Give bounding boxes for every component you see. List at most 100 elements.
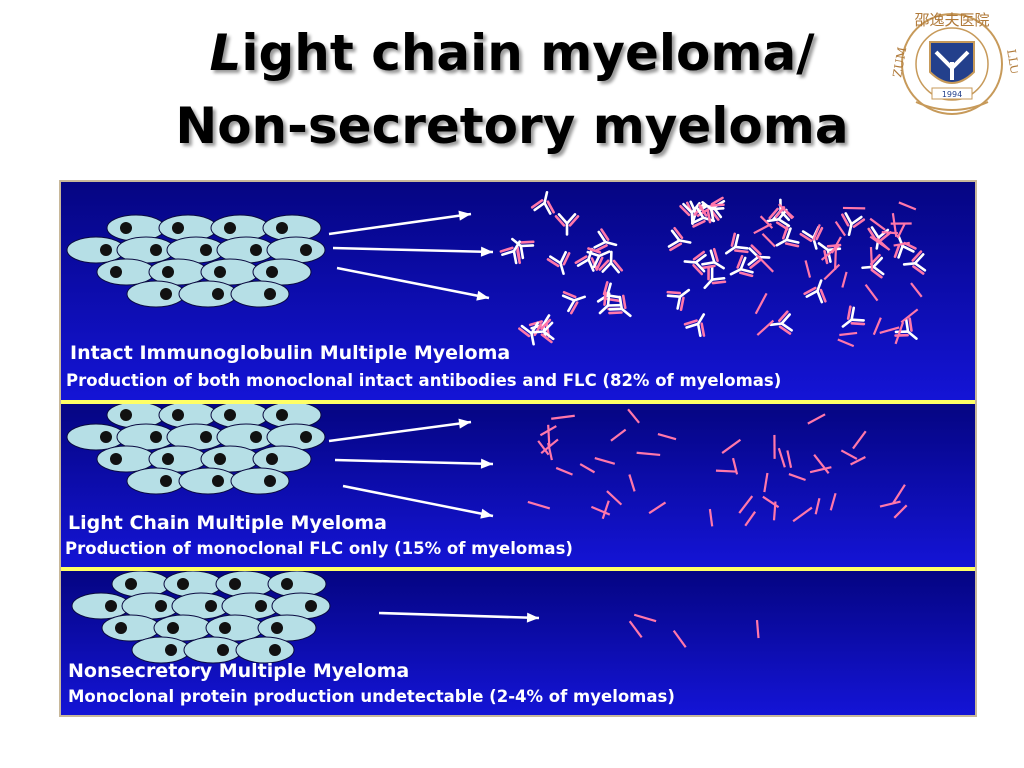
plasma-cell	[230, 467, 290, 495]
antibody-chain	[706, 208, 712, 224]
antibody-chain	[904, 318, 910, 333]
plasma-cell	[96, 258, 156, 286]
free-light-chain	[896, 222, 907, 239]
antibody-chain	[734, 249, 749, 254]
cell-nucleus	[160, 475, 172, 487]
free-light-chain	[628, 474, 636, 492]
antibody-chain	[567, 299, 576, 313]
cell-nucleus	[281, 578, 293, 590]
antibody-chain	[766, 217, 781, 223]
antibody-chain	[554, 215, 566, 227]
antibody-chain	[543, 201, 552, 215]
free-light-chain	[594, 457, 616, 465]
antibody-chain	[710, 276, 726, 281]
cell-nucleus	[224, 409, 236, 421]
antibody-chain	[817, 242, 830, 252]
antibody	[561, 290, 587, 315]
arrow-head	[480, 458, 493, 469]
panel-description-intact: Production of both monoclonal intact ant…	[66, 371, 782, 390]
antibody-chain	[850, 321, 866, 326]
cell-nucleus	[120, 409, 132, 421]
antibody-chain	[559, 261, 565, 275]
free-light-chain	[898, 201, 917, 211]
antibody-chain	[600, 228, 610, 241]
free-light-chain	[881, 231, 899, 235]
antibody-chain	[867, 227, 877, 241]
antibody-chain	[913, 253, 925, 265]
plasma-cell	[178, 467, 238, 495]
antibody	[608, 294, 632, 318]
antibody-chain	[670, 229, 681, 242]
antibody-chain	[870, 226, 880, 239]
antibody-chain	[701, 264, 716, 270]
antibody-chain	[710, 196, 724, 206]
slide-title-line-2: Non-secretory myeloma	[175, 97, 849, 155]
cell-nucleus	[150, 431, 162, 443]
hospital-logo: 1994 邵逸夫医院 ZUM LLU	[890, 11, 1018, 115]
free-light-chain	[830, 236, 842, 254]
cell-nucleus	[177, 578, 189, 590]
arrow-line	[378, 611, 540, 620]
title-first-letter: L	[209, 24, 242, 82]
cell-nucleus	[214, 266, 226, 278]
antibody-chain	[902, 262, 917, 266]
antibody-chain	[908, 317, 913, 332]
antibody-chain	[531, 330, 546, 334]
antibody-chain	[893, 244, 901, 259]
free-light-chain	[875, 237, 891, 251]
antibody	[511, 237, 535, 261]
antibody-chain	[785, 227, 792, 242]
light-chain-illustration	[66, 404, 908, 527]
arrow-line	[334, 458, 494, 466]
antibody-chain	[511, 237, 523, 248]
antibody-chain	[780, 313, 791, 325]
antibody-chain	[694, 261, 706, 273]
antibody-chain	[847, 222, 853, 237]
free-light-chain	[852, 430, 867, 450]
antibody-chain	[568, 215, 580, 227]
arrow-line	[336, 266, 490, 300]
plasma-cell	[106, 214, 166, 242]
free-light-chain	[763, 472, 769, 493]
antibody	[724, 232, 749, 255]
arrow-head	[458, 210, 471, 221]
antibody-chain	[850, 306, 856, 321]
antibody-chain	[844, 212, 853, 226]
cell-nucleus	[120, 222, 132, 234]
free-light-chain	[537, 440, 550, 456]
antibody-chain	[777, 208, 788, 221]
cell-nucleus	[219, 622, 231, 634]
cell-nucleus	[250, 244, 262, 256]
antibody-chain	[703, 278, 714, 290]
antibody	[703, 265, 727, 290]
free-light-chain	[910, 282, 923, 298]
antibody-chain	[546, 258, 560, 268]
antibody-chain	[683, 260, 698, 264]
plasma-cell	[101, 614, 161, 642]
arrow-head	[458, 418, 471, 429]
antibody	[683, 313, 706, 338]
antibody-chain	[601, 261, 613, 273]
panel-light-chain: Light Chain Multiple Myeloma Production …	[61, 404, 975, 567]
antibody-chain	[587, 258, 595, 272]
antibody-chain	[872, 256, 884, 269]
antibody-chain	[711, 280, 727, 285]
antibody	[554, 213, 580, 236]
cell-nucleus	[300, 244, 312, 256]
free-light-chain	[804, 260, 812, 278]
antibody-chain	[801, 230, 815, 240]
antibody-chain	[606, 303, 622, 307]
antibody-chain	[520, 324, 533, 335]
antibody	[701, 247, 725, 270]
cell-nucleus	[172, 222, 184, 234]
antibody-chain	[710, 203, 725, 207]
antibody-chain	[912, 265, 925, 275]
antibody-chain	[819, 288, 827, 303]
antibody-chain	[574, 255, 588, 265]
antibody-chain	[499, 246, 514, 253]
free-light-chain	[777, 447, 786, 468]
antibody	[902, 250, 927, 275]
antibody	[683, 250, 707, 276]
free-light-chain	[708, 508, 714, 527]
antibody-chain	[846, 305, 852, 320]
